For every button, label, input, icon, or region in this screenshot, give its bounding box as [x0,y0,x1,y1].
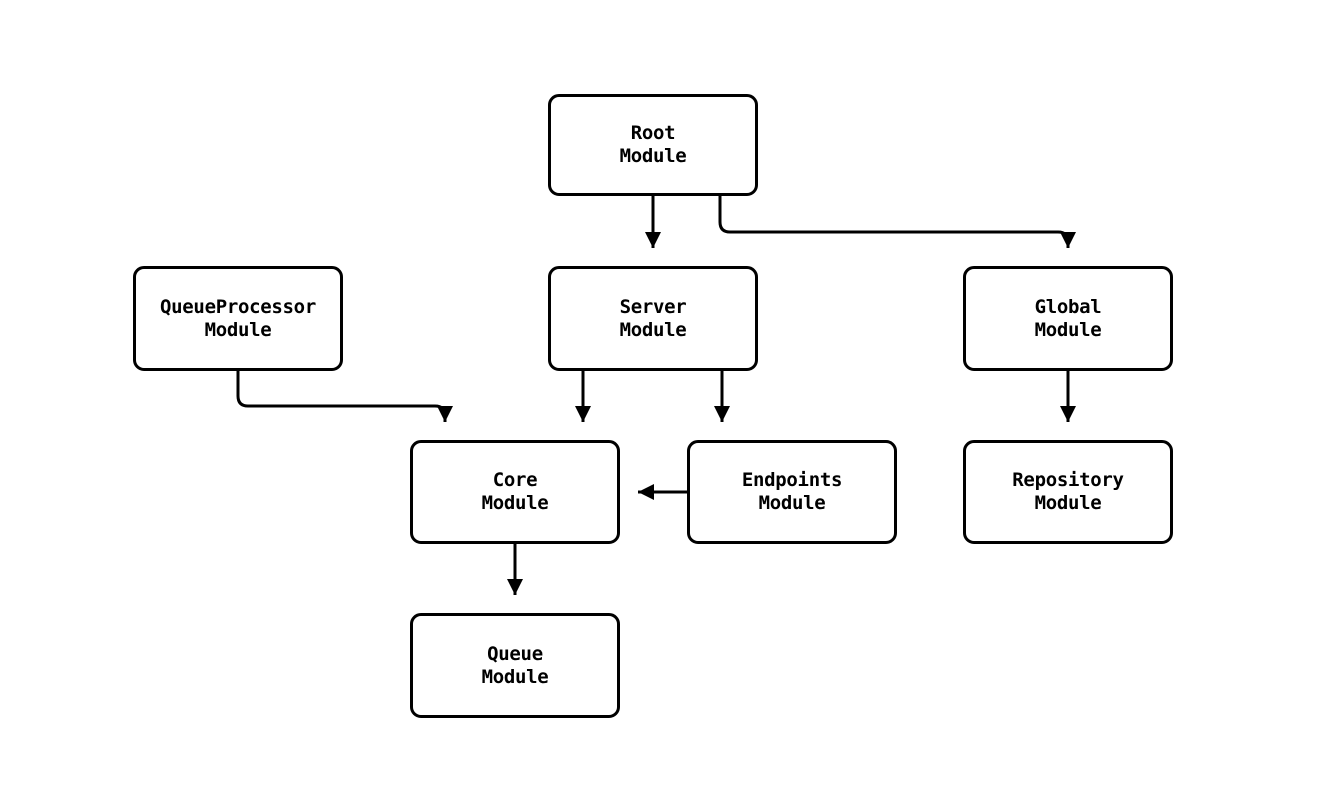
node-queue-label: Queue Module [481,642,549,688]
node-global[interactable]: Global Module [963,266,1173,371]
node-root[interactable]: Root Module [548,94,758,196]
node-server[interactable]: Server Module [548,266,758,371]
edge-queueprocessor-to-core [236,371,453,422]
node-repository-label: Repository Module [1012,469,1124,514]
node-core[interactable]: Core Module [410,440,620,544]
node-repository[interactable]: Repository Module [963,440,1173,544]
node-core-label: Core Module [481,469,549,514]
node-root-label: Root Module [619,122,687,167]
node-queueprocessor-label: QueueProcessor Module [160,295,316,341]
node-endpoints-label: Endpoints Module [741,469,843,514]
node-global-label: Global Module [1034,295,1102,341]
node-server-label: Server Module [619,295,687,341]
edge-root-to-global [718,196,1076,248]
node-endpoints[interactable]: Endpoints Module [687,440,897,544]
node-queue[interactable]: Queue Module [410,613,620,718]
node-queueprocessor[interactable]: QueueProcessor Module [133,266,343,371]
